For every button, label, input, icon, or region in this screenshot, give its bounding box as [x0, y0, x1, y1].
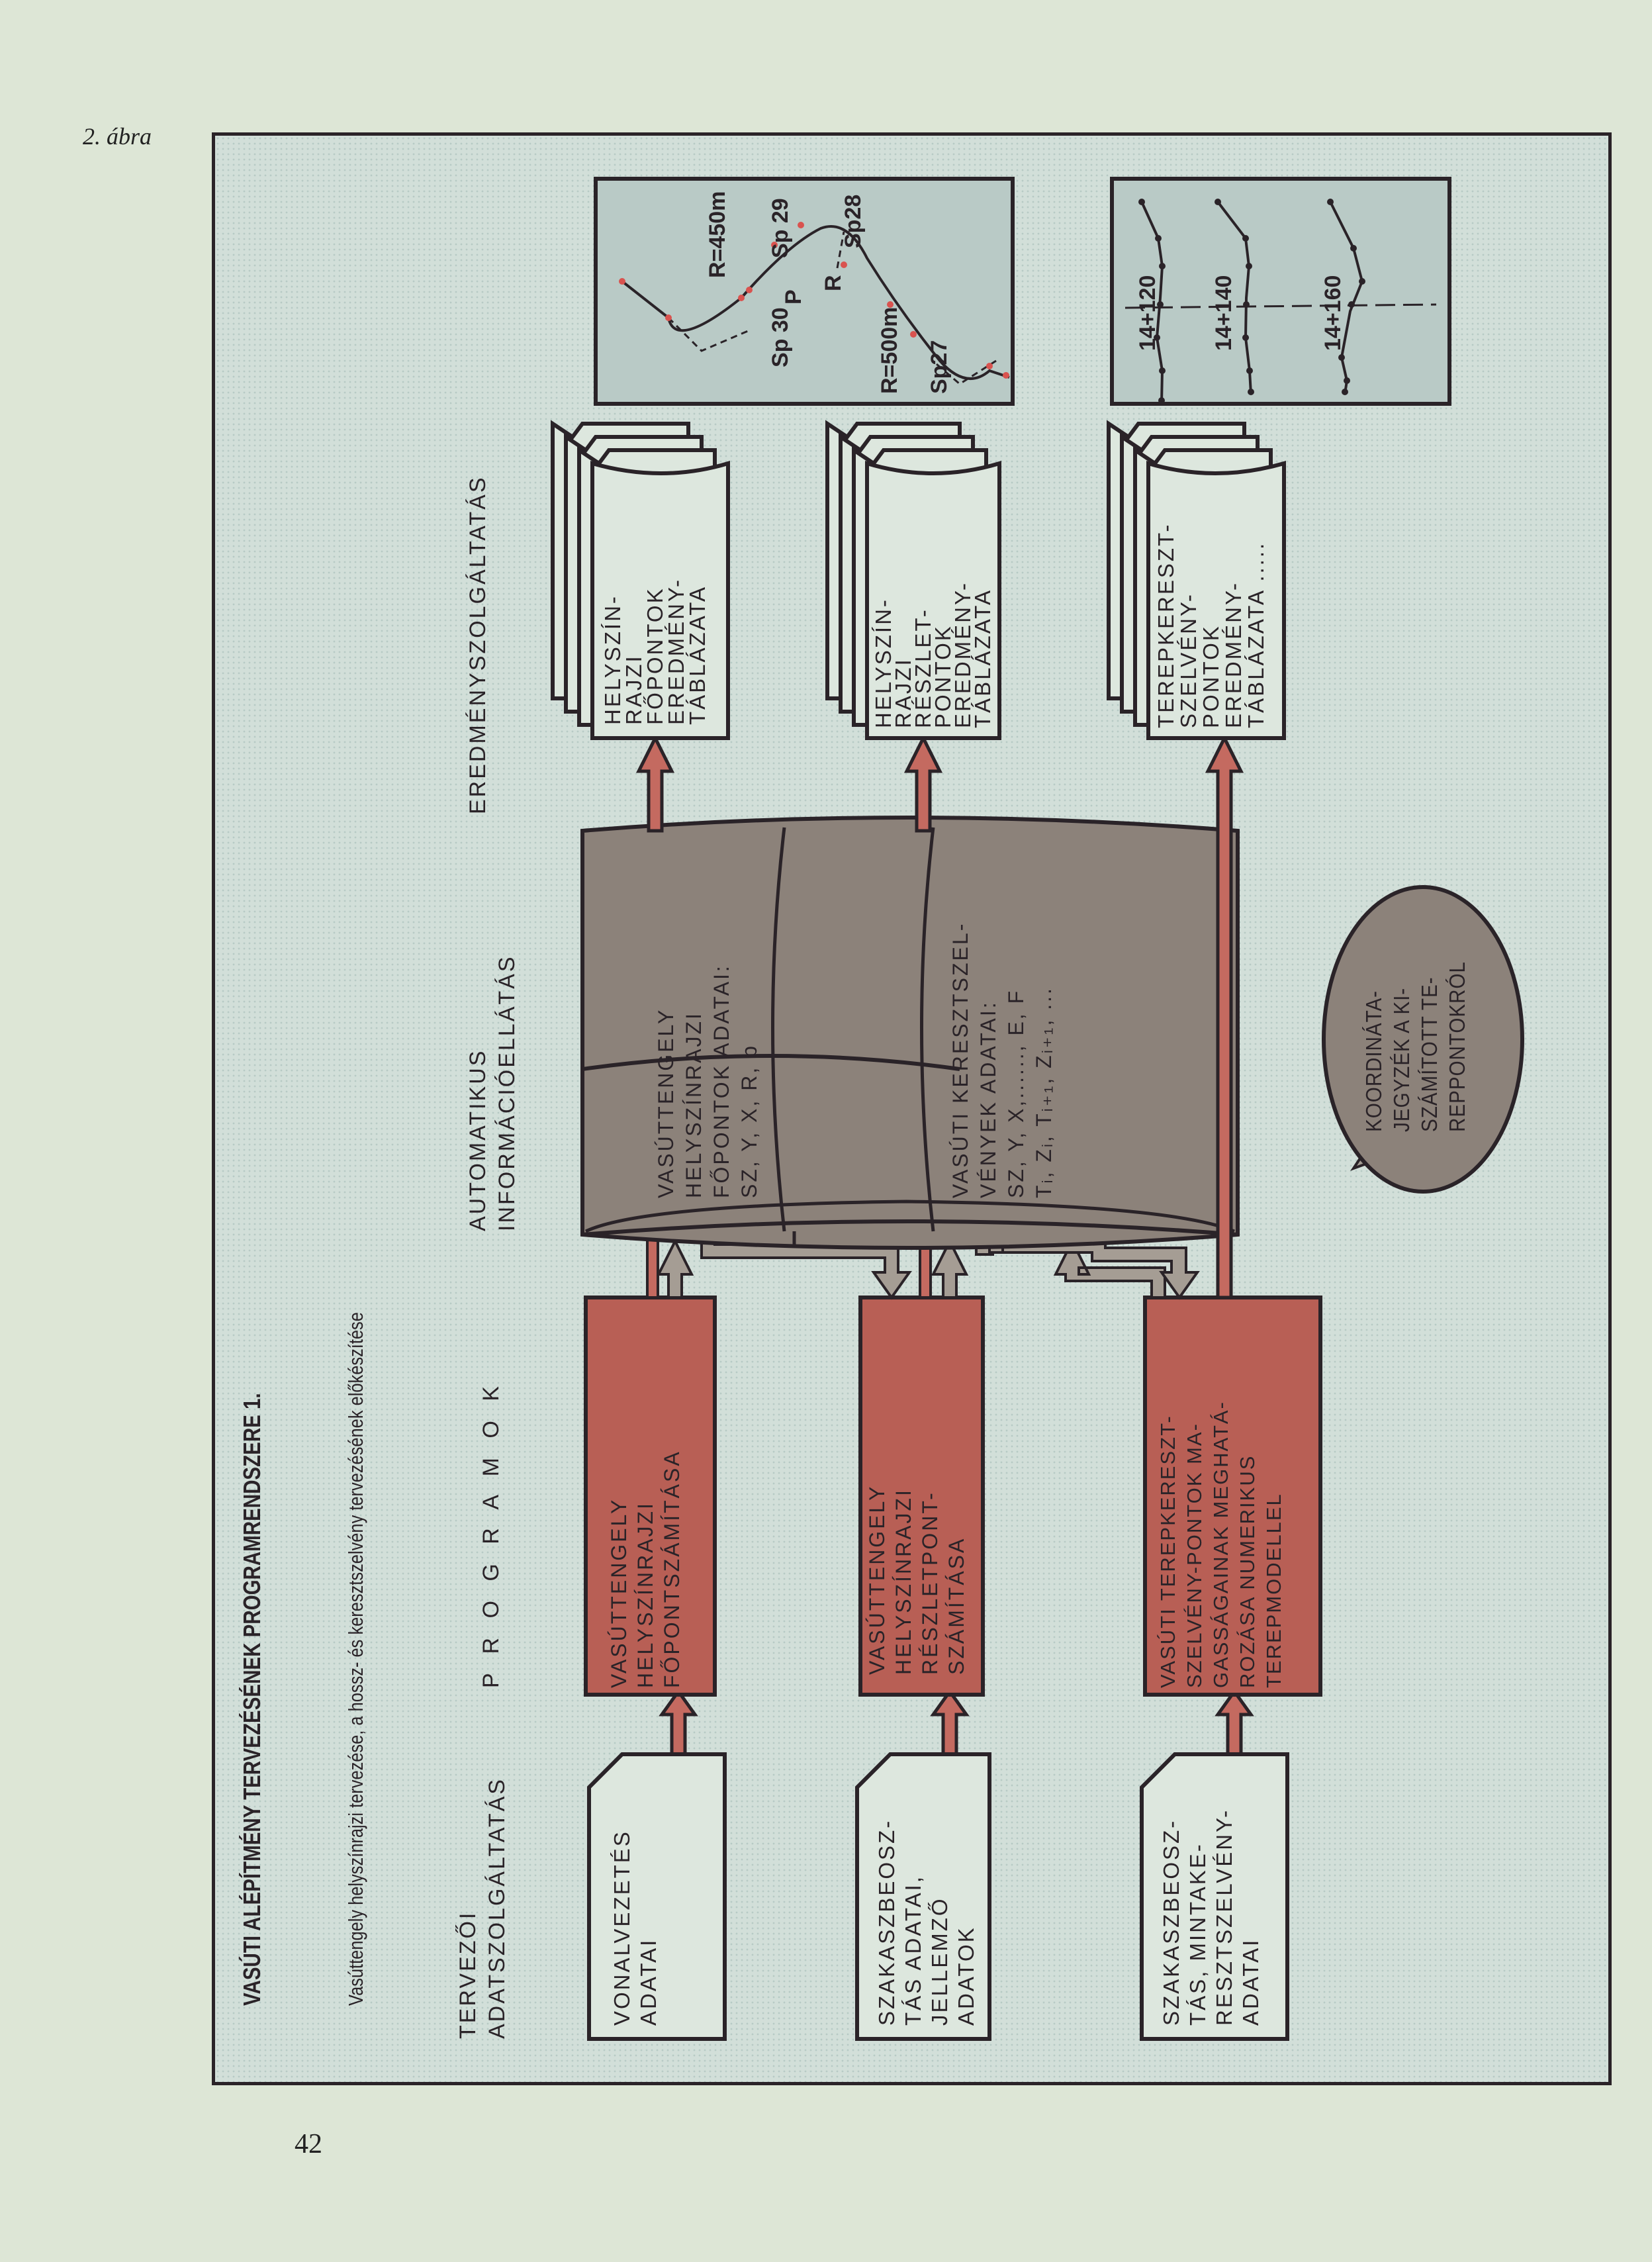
map-label-sp27: Sp27 [927, 340, 952, 394]
program-boxes [584, 1296, 1322, 1697]
diagram-title: VASÚTI ALÉPÍTMÉNY TERVEZÉSÉNEK PROGRAMRE… [238, 1393, 265, 2006]
input-text-3: SZAKASZBEOSZ- TÁS, MINTAKE- RESZTSZELVÉN… [1159, 1808, 1263, 2026]
input-text-2: SZAKASZBEOSZ- TÁS ADATAI, JELLEMZŐ ADATO… [874, 1818, 978, 2026]
map-label-r: R [821, 275, 846, 291]
column-header-database: AUTOMATIKUS INFORMÁCIÓELLÁTÁS [465, 955, 520, 1231]
rotated-diagram: VASÚTI ALÉPÍTMÉNY TERVEZÉSÉNEK PROGRAMRE… [212, 132, 1612, 2085]
input-box-3 [1140, 1752, 1289, 2041]
arrow-db-output1 [635, 734, 675, 833]
map-label-r500: R=500m [877, 306, 902, 394]
diagram-subtitle: Vasúttengely helyszínrajzi tervezése, a … [344, 1312, 367, 2006]
arrow-db-output2 [903, 734, 943, 833]
output-documents [551, 420, 1286, 740]
program-text-2: VASÚTTENGELY HELYSZÍNRAJZI RÉSZLETPONT- … [865, 1484, 968, 1675]
column-header-input: TERVEZŐI ADATSZOLGÁLTATÁS [455, 1777, 510, 2039]
arrow-program3-output3 [1205, 734, 1244, 1299]
arrow-input2-program2 [930, 1688, 970, 1756]
output-text-2: HELYSZÍN- RAJZI RÉSZLET- PONTOK EREDMÉNY… [871, 581, 995, 728]
input-box-1 [587, 1752, 727, 2041]
cross-sections-thumbnail [1110, 177, 1451, 406]
diagram-shapes [551, 177, 1524, 2041]
output-doc-3 [1107, 420, 1286, 740]
input-to-program-arrows [659, 1688, 1254, 1756]
database-cylinder [580, 816, 1240, 1250]
map-label-sp29: Sp 29 [768, 198, 793, 258]
output-doc-2 [825, 420, 1001, 740]
database-text-2: VASÚTI KERESZTSZEL- VÉNYEK ADATAI: SZ, Y… [948, 921, 1056, 1198]
input-box-2 [855, 1752, 991, 2041]
external-source [1322, 885, 1524, 1194]
alignment-points [619, 222, 1009, 379]
db-to-output-arrows [635, 734, 1244, 1299]
arrow-program1-to-db [656, 1238, 694, 1299]
arrow-input1-program1 [659, 1688, 698, 1756]
map-label-sp30: Sp 30 [768, 307, 793, 367]
map-label-p: P [781, 289, 806, 305]
cylinder-section-dividers [771, 827, 935, 1232]
diagram-frame: VASÚTI ALÉPÍTMÉNY TERVEZÉSÉNEK PROGRAMRE… [212, 132, 1612, 2085]
output-doc-1 [551, 420, 730, 740]
cylinder-body [580, 816, 1240, 1250]
input-boxes [587, 1752, 1289, 2041]
section-label-2: 14+140 [1211, 275, 1236, 351]
figure-label: 2. ábra [83, 123, 152, 150]
external-source-text: KOORDINÁTA- JEGYZÉK A KI- SZÁMÍTOTT TE- … [1361, 961, 1469, 1132]
alignment-curve [621, 225, 1010, 380]
map-label-sp28: Sp28 [841, 194, 866, 248]
section-label-1: 14+120 [1135, 275, 1160, 351]
alignment-map-thumbnail [594, 177, 1015, 406]
arrow-program2-to-db [931, 1238, 969, 1299]
output-text-1: HELYSZÍN- RAJZI FŐPONTOK EREDMÉNY- TÁBLÁ… [600, 578, 710, 725]
cylinder-divider-1 [582, 1054, 960, 1071]
arrow-input3-program3 [1215, 1688, 1254, 1756]
program-text-3: VASÚTI TEREPKERESZT- SZELVÉNY-PONTOK MA-… [1156, 1401, 1285, 1688]
column-header-output: EREDMÉNYSZOLGÁLTATÁS [465, 475, 490, 814]
page-number: 42 [295, 2129, 322, 2159]
section-label-3: 14+160 [1320, 275, 1346, 351]
output-text-3: TEREPKERESZT- SZELVÉNY- PONTOK EREDMÉNY-… [1154, 522, 1268, 728]
external-ellipse [1322, 885, 1524, 1194]
input-text-1: VONALVEZETÉS ADATAI [610, 1830, 661, 2026]
map-label-r450: R=450m [705, 191, 730, 278]
program-to-db-lines [646, 1237, 932, 1299]
program-text-1: VASÚTTENGELY HELYSZÍNRAJZI FŐPONTSZÁMÍTÁ… [607, 1450, 684, 1688]
column-header-programs: P R O G R A M O K [479, 1379, 504, 1688]
cylinder-top [582, 1219, 1238, 1237]
database-text-1: VASÚTTENGELY HELYSZÍNRAJZI FŐPONTOK ADAT… [654, 964, 761, 1198]
